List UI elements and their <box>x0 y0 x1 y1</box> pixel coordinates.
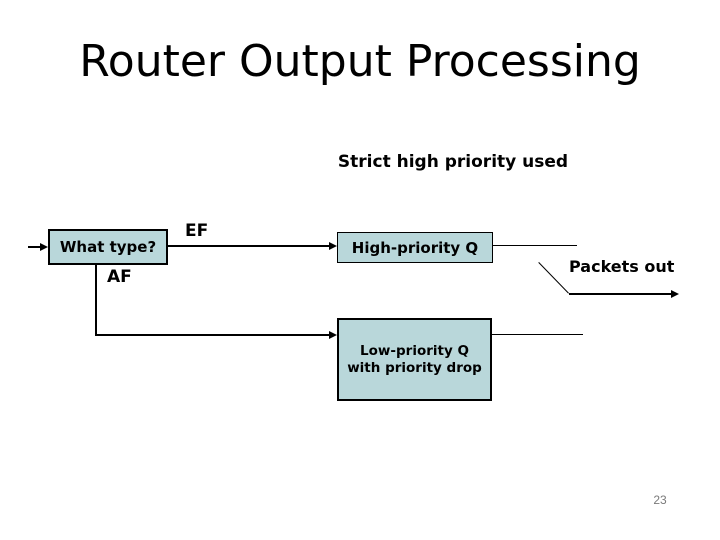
what-type-label: What type? <box>59 238 157 256</box>
packets-out-diagonal-line <box>538 262 569 294</box>
high-priority-queue-box: High-priority Q <box>337 232 493 263</box>
what-type-box: What type? <box>48 229 168 265</box>
high-priority-queue-label: High-priority Q <box>351 238 479 257</box>
packets-out-arrow-line <box>569 293 671 295</box>
ef-arrow-line <box>168 245 329 247</box>
high-priority-out-line <box>493 245 577 246</box>
low-priority-queue-box: Low-priority Q with priority drop <box>337 318 492 401</box>
slide-subtitle: Strict high priority used <box>337 152 569 172</box>
input-arrow-line <box>28 246 42 248</box>
low-priority-queue-label-line2: with priority drop <box>347 359 482 376</box>
ef-arrowhead-icon <box>329 242 337 250</box>
page-number: 23 <box>653 493 667 507</box>
low-priority-out-line <box>492 334 583 335</box>
input-arrowhead-icon <box>40 243 48 251</box>
af-horizontal-line <box>95 334 329 336</box>
slide-title: Router Output Processing <box>79 36 641 87</box>
packets-out-label: Packets out <box>569 257 675 276</box>
af-arrowhead-icon <box>329 331 337 339</box>
low-priority-queue-label-line1: Low-priority Q <box>360 342 469 359</box>
packets-out-arrowhead-icon <box>671 290 679 298</box>
ef-label: EF <box>185 221 209 241</box>
af-label: AF <box>107 267 132 287</box>
af-vertical-line <box>95 265 97 336</box>
